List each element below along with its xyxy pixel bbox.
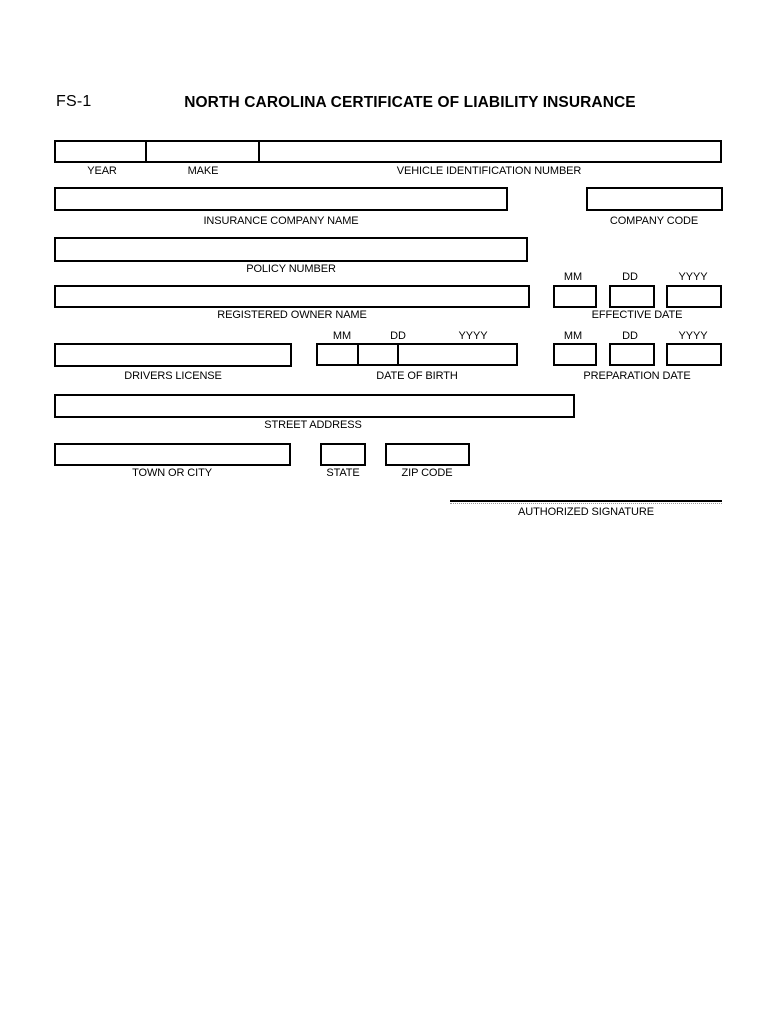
zip-code-label: ZIP CODE <box>401 467 453 479</box>
authorized-signature-label: AUTHORIZED SIGNATURE <box>518 506 654 518</box>
street-address-input[interactable] <box>56 396 573 416</box>
effective-date-mm-box <box>553 285 597 308</box>
policy-number-input[interactable] <box>56 239 526 260</box>
effective-date-yyyy-input[interactable] <box>668 287 720 306</box>
preparation-date-label: PREPARATION DATE <box>583 370 691 382</box>
insurance-company-name-input[interactable] <box>56 189 506 209</box>
prep-dd-label: DD <box>622 330 638 342</box>
year-cell <box>56 142 147 161</box>
town-or-city-box <box>54 443 291 466</box>
street-address-label: STREET ADDRESS <box>264 419 362 431</box>
company-code-box <box>586 187 723 211</box>
preparation-date-dd-box <box>609 343 655 366</box>
registered-owner-name-label: REGISTERED OWNER NAME <box>217 309 367 321</box>
dob-dd-cell <box>358 345 400 364</box>
company-code-input[interactable] <box>588 189 721 209</box>
effective-date-dd-box <box>609 285 655 308</box>
state-label: STATE <box>326 467 360 479</box>
dob-yyyy-label: YYYY <box>458 330 488 342</box>
effective-date-label: EFFECTIVE DATE <box>591 309 683 321</box>
dob-mm-label: MM <box>332 330 352 342</box>
state-box <box>320 443 366 466</box>
effective-date-dd-input[interactable] <box>611 287 653 306</box>
preparation-date-yyyy-input[interactable] <box>668 345 720 364</box>
drivers-license-input[interactable] <box>56 345 290 365</box>
insurance-company-name-label: INSURANCE COMPANY NAME <box>203 215 359 227</box>
date-of-birth-box <box>316 343 518 366</box>
dob-yyyy-cell <box>399 345 516 364</box>
effective-date-yyyy-box <box>666 285 722 308</box>
make-cell <box>147 142 260 161</box>
page-title: NORTH CAROLINA CERTIFICATE OF LIABILITY … <box>184 94 636 111</box>
make-label: MAKE <box>187 165 219 177</box>
town-or-city-input[interactable] <box>56 445 289 464</box>
vehicle-info-box <box>54 140 722 163</box>
dob-dd-input[interactable] <box>358 345 398 364</box>
year-label: YEAR <box>87 165 117 177</box>
dob-mm-input[interactable] <box>318 345 357 364</box>
street-address-box <box>54 394 575 418</box>
policy-number-box <box>54 237 528 262</box>
effective-mm-label: MM <box>563 271 583 283</box>
vin-cell <box>260 142 720 161</box>
authorized-signature-field[interactable] <box>450 500 722 504</box>
vin-label: VEHICLE IDENTIFICATION NUMBER <box>396 165 582 177</box>
drivers-license-box <box>54 343 292 367</box>
insurance-company-name-box <box>54 187 508 211</box>
preparation-date-mm-box <box>553 343 597 366</box>
company-code-label: COMPANY CODE <box>609 215 699 227</box>
vin-input[interactable] <box>260 142 720 161</box>
state-input[interactable] <box>322 445 364 464</box>
make-input[interactable] <box>147 142 258 161</box>
date-of-birth-label: DATE OF BIRTH <box>376 370 458 382</box>
registered-owner-name-box <box>54 285 530 308</box>
effective-yyyy-label: YYYY <box>678 271 708 283</box>
effective-date-mm-input[interactable] <box>555 287 595 306</box>
prep-mm-label: MM <box>563 330 583 342</box>
preparation-date-dd-input[interactable] <box>611 345 653 364</box>
zip-code-box <box>385 443 470 466</box>
zip-code-input[interactable] <box>387 445 468 464</box>
drivers-license-label: DRIVERS LICENSE <box>124 370 222 382</box>
town-or-city-label: TOWN OR CITY <box>132 467 212 479</box>
prep-yyyy-label: YYYY <box>678 330 708 342</box>
preparation-date-yyyy-box <box>666 343 722 366</box>
year-input[interactable] <box>56 142 145 161</box>
dob-dd-label: DD <box>390 330 406 342</box>
effective-dd-label: DD <box>622 271 638 283</box>
dob-yyyy-input[interactable] <box>399 345 516 364</box>
form-code: FS-1 <box>56 93 92 110</box>
policy-number-label: POLICY NUMBER <box>246 263 336 275</box>
dob-mm-cell <box>318 345 359 364</box>
registered-owner-name-input[interactable] <box>56 287 528 306</box>
preparation-date-mm-input[interactable] <box>555 345 595 364</box>
